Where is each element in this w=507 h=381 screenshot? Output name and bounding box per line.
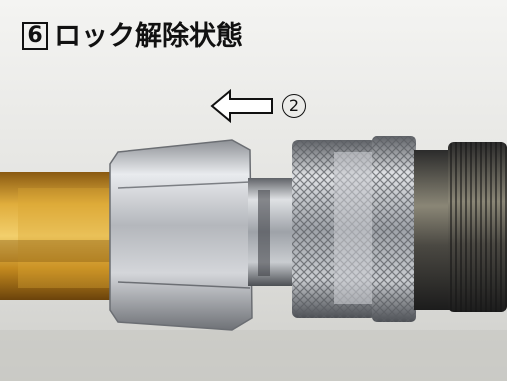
- caption: 6 ロック解除状態: [22, 22, 243, 50]
- direction-indicator: 2: [210, 88, 306, 124]
- step-number-box: 6: [22, 22, 48, 50]
- left-arrow-icon: [210, 88, 273, 124]
- caption-title: ロック解除状態: [54, 20, 243, 52]
- direction-number: 2: [282, 94, 306, 118]
